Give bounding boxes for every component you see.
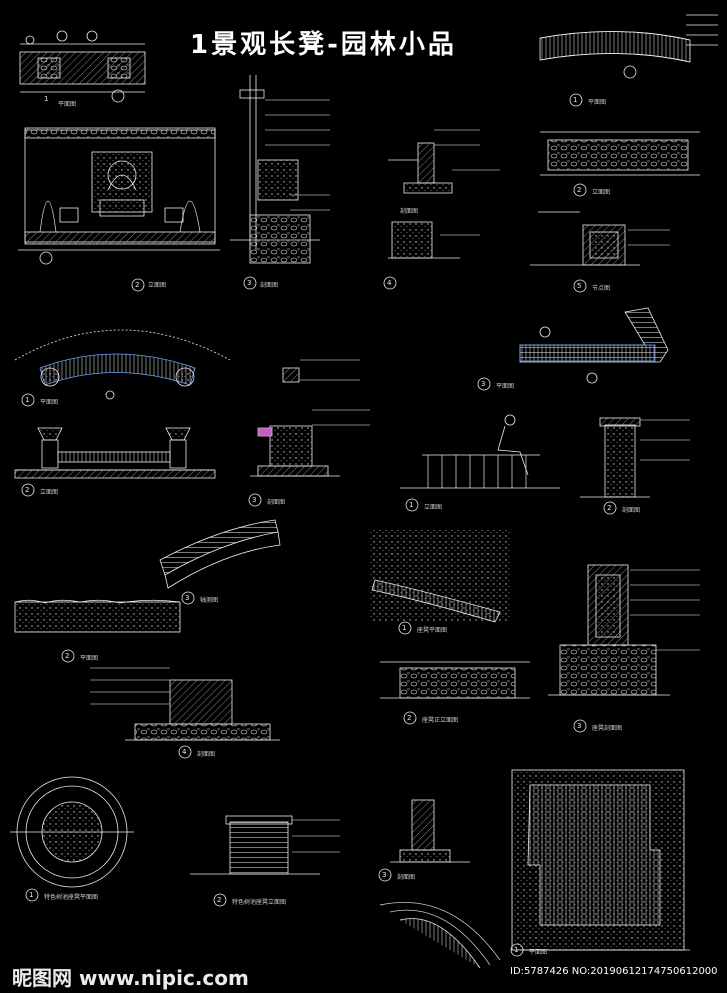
drawing-caption: 剖面图 xyxy=(267,499,286,506)
bench-section-center xyxy=(248,359,370,507)
bench-plan-dotted xyxy=(370,530,510,635)
drawing-number: 3 xyxy=(481,380,486,388)
drawing-number: 3 xyxy=(185,594,190,602)
bench-front-elevation xyxy=(380,661,530,725)
top-left-plan xyxy=(19,30,146,103)
drawing-number: 4 xyxy=(182,748,187,756)
drawing-caption: 剖面图 xyxy=(197,751,216,758)
drawing-caption: 平面图 xyxy=(529,949,548,956)
drawing-number: 1 xyxy=(514,946,519,954)
drawing-caption: 特色树池座凳平面图 xyxy=(44,894,99,901)
drawing-caption: 平面图 xyxy=(496,383,515,390)
tree-pool-elevation xyxy=(190,815,340,907)
drawing-caption: 平面图 xyxy=(80,655,99,662)
bench-elevation xyxy=(14,427,216,497)
drawing-number: 2 xyxy=(607,504,612,512)
drawing-caption: 特色树池座凳立面图 xyxy=(232,899,287,906)
drawing-number: 4 xyxy=(387,279,392,287)
drawing-caption: 立面图 xyxy=(424,504,443,511)
drawing-caption: 座凳剖面图 xyxy=(592,725,623,732)
drawing-caption: 剖面图 xyxy=(260,282,279,289)
drawing-number: 2 xyxy=(217,896,222,904)
drawing-number: 1 xyxy=(29,891,34,899)
stone-wall-elevation xyxy=(540,131,700,197)
drawing-number: 2 xyxy=(65,652,70,660)
drawing-number: 1 xyxy=(409,501,414,509)
drawing-caption: 剖面图 xyxy=(397,874,416,881)
right-angle-bench-plan xyxy=(477,307,669,391)
courtyard-plan xyxy=(510,769,690,957)
drawing-number: 2 xyxy=(407,714,412,722)
pier-section-4 xyxy=(383,129,500,290)
column-section-bottom xyxy=(378,799,470,882)
drawing-number: 1 xyxy=(402,624,407,632)
figure-bench-elevation xyxy=(400,414,560,512)
drawing-caption: 剖面图 xyxy=(622,507,641,514)
drawing-number: 2 xyxy=(135,281,140,289)
drawing-caption: 节点图 xyxy=(592,285,611,292)
drawing-caption: 立面图 xyxy=(592,189,611,196)
wall-fountain-elevation xyxy=(18,127,220,292)
drawing-caption: 立面图 xyxy=(148,282,167,289)
drawing-caption: 平面图 xyxy=(58,101,77,108)
curved-bench-axonometric xyxy=(159,519,281,605)
node-section-5 xyxy=(530,211,670,293)
drawing-caption: 剖面图 xyxy=(400,208,419,215)
curved-bench-plan xyxy=(14,329,231,407)
drawing-number: 2 xyxy=(25,486,30,494)
drawing-number: 1 xyxy=(573,96,578,104)
pier-section-right xyxy=(580,417,690,515)
block-bench-section xyxy=(90,667,280,759)
drawing-caption: 轴测图 xyxy=(200,597,219,604)
long-bench-plan xyxy=(14,599,181,663)
drawing-caption: 平面图 xyxy=(40,399,59,406)
curved-bench-detail xyxy=(379,901,501,969)
drawing-number: 2 xyxy=(577,186,582,194)
watermark-logo: 昵图网 www.nipic.com xyxy=(12,966,249,990)
drawing-number: 1 xyxy=(44,95,49,103)
drawing-number: 1 xyxy=(25,396,30,404)
drawing-number: 3 xyxy=(247,279,252,287)
drawing-number: 3 xyxy=(382,871,387,879)
curved-bench-plan-top xyxy=(539,14,718,107)
fountain-section xyxy=(230,75,330,290)
drawing-number: 3 xyxy=(252,496,257,504)
drawing-caption: 座凳平面图 xyxy=(417,627,448,634)
drawing-caption: 座凳正立面图 xyxy=(422,717,459,724)
page-title: 1景观长凳-园林小品 xyxy=(190,30,457,60)
watermark-id: ID:5787426 NO:20190612174750612000 xyxy=(510,966,718,977)
drawing-number: 3 xyxy=(577,722,582,730)
drawing-number: 5 xyxy=(577,282,582,290)
tree-pool-plan xyxy=(10,776,134,902)
drawing-caption: 平面图 xyxy=(588,99,607,106)
drawing-caption: 立面图 xyxy=(40,489,59,496)
bench-section-right xyxy=(548,564,700,733)
